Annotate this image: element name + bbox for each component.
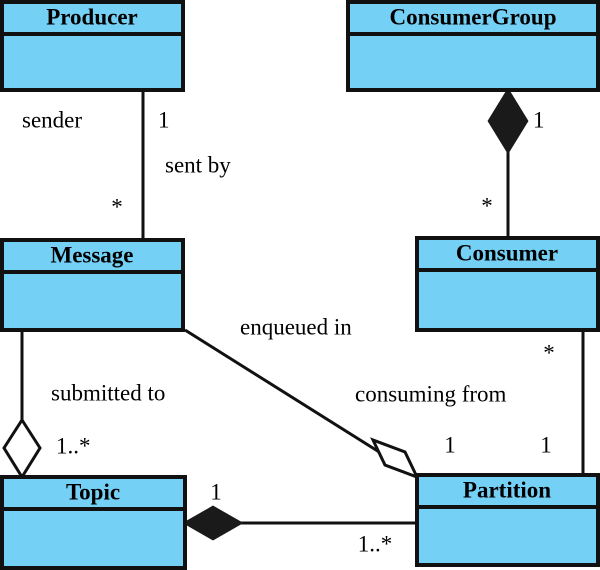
- association-label-enqueued-in: enqueued in: [240, 314, 352, 339]
- class-name-consumergroup: ConsumerGroup: [390, 4, 557, 29]
- multiplicity-topic-1: 1: [210, 479, 222, 504]
- multiplicity-consumergroup-1: 1: [533, 107, 545, 132]
- multiplicity-consumer-star: *: [481, 193, 493, 218]
- class-box-message[interactable]: Message: [0, 238, 185, 332]
- aggregation-diamond-partition-enqueued: [370, 437, 420, 480]
- role-label-sender: sender: [22, 107, 82, 132]
- multiplicity-message-star: *: [111, 194, 123, 219]
- class-box-partition[interactable]: Partition: [415, 473, 600, 567]
- composition-diamond-consumergroup: [487, 87, 529, 155]
- class-box-consumergroup-rect: [346, 0, 600, 92]
- class-box-partition-rect: [415, 473, 600, 567]
- multiplicity-consumer-partition-star: *: [543, 340, 555, 365]
- class-box-consumer-rect: [415, 236, 600, 332]
- multiplicity-partition-enqueued-1: 1: [444, 432, 456, 457]
- class-name-message: Message: [50, 242, 133, 267]
- association-label-sent-by: sent by: [165, 152, 231, 177]
- multiplicity-partition-consuming-1: 1: [540, 432, 552, 457]
- class-box-producer-rect: [0, 0, 185, 92]
- aggregation-diamond-topic: [2, 417, 42, 480]
- class-box-message-rect: [0, 238, 185, 332]
- class-box-topic[interactable]: Topic: [0, 475, 187, 570]
- association-label-submitted-to: submitted to: [51, 380, 165, 405]
- class-name-partition: Partition: [463, 477, 551, 502]
- class-name-producer: Producer: [46, 4, 138, 29]
- multiplicity-topic-1star: 1..*: [56, 433, 91, 458]
- class-name-consumer: Consumer: [456, 240, 558, 265]
- class-name-topic: Topic: [66, 479, 120, 504]
- multiplicity-partition-1star: 1..*: [358, 531, 393, 556]
- class-box-consumer[interactable]: Consumer: [415, 236, 600, 332]
- class-box-topic-rect: [0, 475, 187, 570]
- multiplicity-producer-1: 1: [158, 107, 170, 132]
- class-box-producer[interactable]: Producer: [0, 0, 185, 92]
- class-box-consumergroup[interactable]: ConsumerGroup: [346, 0, 600, 92]
- composition-diamond-topic-partition: [182, 505, 244, 541]
- association-label-consuming-from: consuming from: [355, 381, 507, 406]
